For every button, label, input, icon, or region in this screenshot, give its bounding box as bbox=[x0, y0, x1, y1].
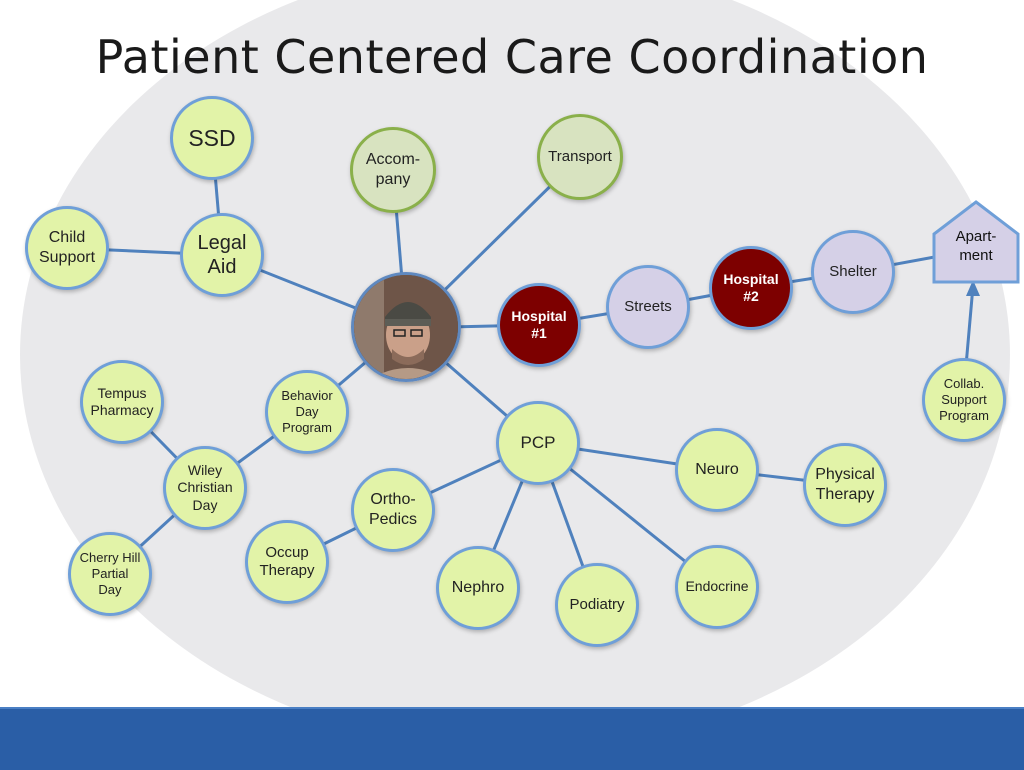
node-hospital-2: Hospital #2 bbox=[709, 246, 793, 330]
node-accompany: Accom- pany bbox=[350, 127, 436, 213]
node-endocrine: Endocrine bbox=[675, 545, 759, 629]
node-nephro: Nephro bbox=[436, 546, 520, 630]
patient-avatar-icon bbox=[354, 275, 458, 379]
node-child-support: Child Support bbox=[25, 206, 109, 290]
node-streets: Streets bbox=[606, 265, 690, 349]
node-orthopedics: Ortho- Pedics bbox=[351, 468, 435, 552]
node-shelter: Shelter bbox=[811, 230, 895, 314]
node-apartment-label: Apart- ment bbox=[955, 228, 997, 264]
node-neuro: Neuro bbox=[675, 428, 759, 512]
node-occup-therapy: Occup Therapy bbox=[245, 520, 329, 604]
patient-photo bbox=[351, 272, 461, 382]
node-behavior-day: Behavior Day Program bbox=[265, 370, 349, 454]
arrowhead bbox=[966, 280, 980, 296]
node-ssd: SSD bbox=[170, 96, 254, 180]
node-pcp: PCP bbox=[496, 401, 580, 485]
node-wiley-christian: Wiley Christian Day bbox=[163, 446, 247, 530]
node-tempus-pharmacy: Tempus Pharmacy bbox=[80, 360, 164, 444]
node-podiatry: Podiatry bbox=[555, 563, 639, 647]
node-legal-aid: Legal Aid bbox=[180, 213, 264, 297]
node-collab-support: Collab. Support Program bbox=[922, 358, 1006, 442]
footer-bar bbox=[0, 707, 1024, 770]
node-transport: Transport bbox=[537, 114, 623, 200]
node-physical-therapy: Physical Therapy bbox=[803, 443, 887, 527]
node-cherry-hill: Cherry Hill Partial Day bbox=[68, 532, 152, 616]
slide-title: Patient Centered Care Coordination bbox=[95, 30, 929, 84]
node-hospital-1: Hospital #1 bbox=[497, 283, 581, 367]
apartment-house-shape bbox=[932, 200, 1020, 284]
